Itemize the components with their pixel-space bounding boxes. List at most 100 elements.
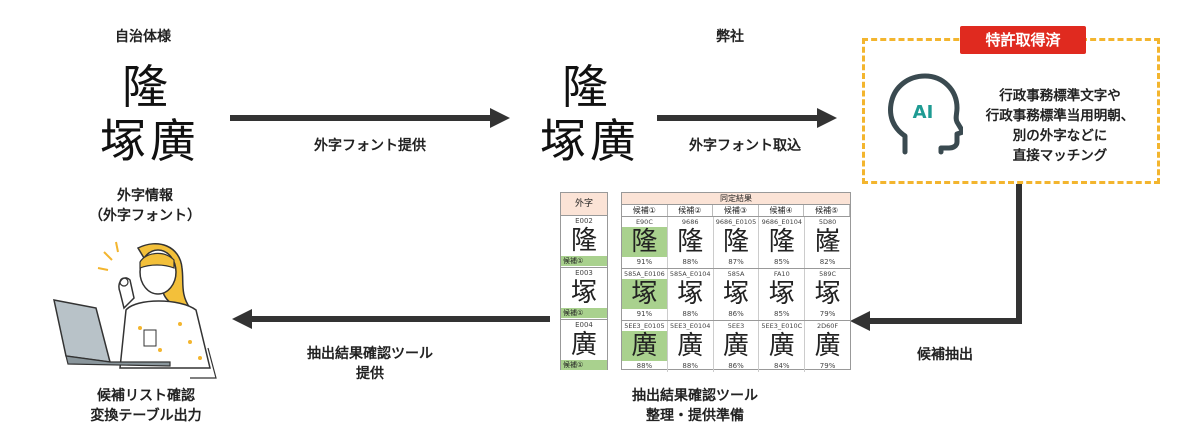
arrow-provide-tool-label-line1: 抽出結果確認ツール <box>307 346 433 362</box>
candidate-glyph: 廣 <box>814 331 841 361</box>
ai-icon-text: AI <box>913 102 934 123</box>
candidate-code: 5EE3_E0104 <box>670 322 711 330</box>
candidate-glyph: 塚 <box>622 279 667 309</box>
candidate-score: 84% <box>774 362 790 370</box>
candidate-glyph: 塚 <box>677 279 704 309</box>
gaiji-tag: 候補① <box>561 308 607 318</box>
candidate-code: 585A_E0104 <box>669 270 711 278</box>
candidate-code: E90C <box>635 218 653 226</box>
candidate-glyph: 隆 <box>622 227 667 257</box>
gaiji-code: E002 <box>575 217 593 225</box>
gaiji-tag: 候補① <box>561 256 607 266</box>
gaiji-char-top-left: 隆 <box>122 60 168 114</box>
candidate-code: 9686_E0105 <box>715 218 757 226</box>
candidate-glyph: 廣 <box>622 331 667 361</box>
candidate-glyph: 廣 <box>768 331 795 361</box>
candidate-code: 5EE3_E010C <box>761 322 803 330</box>
bottom-caption-line1: 候補リスト確認 <box>97 388 195 404</box>
candidate-code: 9686 <box>681 218 699 226</box>
candidate-column-headers: 候補① 候補② 候補③ 候補④ 候補⑤ <box>622 205 850 217</box>
arrow-import-font <box>657 108 837 128</box>
candidate-code: 585A_E0106 <box>624 270 665 278</box>
arrow-provide-tool <box>232 309 550 329</box>
candidate-glyph: 嶐 <box>814 227 841 257</box>
arrow-provide-tool-label: 抽出結果確認ツール 提供 <box>285 344 455 384</box>
candidate-score: 82% <box>819 258 836 266</box>
gaiji-glyph: 塚 <box>570 278 597 308</box>
identification-results-header: 同定結果 <box>622 193 850 205</box>
candidate-glyph: 隆 <box>768 227 795 257</box>
candidate-score: 86% <box>728 362 744 370</box>
gaiji-glyph: 隆 <box>570 226 597 256</box>
candidate-code: 589C <box>819 270 837 278</box>
candidate-score: 88% <box>682 362 698 370</box>
candidate-code: FA10 <box>773 270 790 278</box>
candidate-code: 5EE3 <box>727 322 745 330</box>
candidate-glyph: 廣 <box>677 331 704 361</box>
ai-head-icon: AI <box>888 73 963 155</box>
candidate-header: 候補⑤ <box>804 205 850 216</box>
gaiji-column-header: 外字 <box>561 193 607 216</box>
ai-line-2: 行政事務標準当用明朝、 <box>985 108 1135 124</box>
arrow-provide-font-label: 外字フォント提供 <box>314 138 426 154</box>
candidate-score: 91% <box>636 310 653 318</box>
arrow-import-font-label: 外字フォント取込 <box>689 138 801 154</box>
gaiji-glyph: 廣 <box>570 330 597 360</box>
gaiji-cell: E002 隆 候補① <box>561 216 607 268</box>
candidate-score: 79% <box>819 362 836 370</box>
gaiji-info-caption-line2: （外字フォント） <box>89 208 201 224</box>
gaiji-cell: E004 廣 候補① <box>561 320 607 371</box>
ai-line-4: 直接マッチング <box>1012 148 1108 164</box>
arrow-extract-candidates <box>850 184 1022 331</box>
gaiji-char-top-middle: 隆 <box>562 60 608 114</box>
candidate-code: 9686_E0104 <box>761 218 803 226</box>
candidate-glyph: 塚 <box>814 279 841 309</box>
candidate-glyph: 塚 <box>768 279 795 309</box>
arrow-provide-tool-label-line2: 提供 <box>356 366 384 382</box>
company-title: 弊社 <box>716 29 744 45</box>
candidate-score: 79% <box>819 310 836 318</box>
gaiji-code: E004 <box>575 321 593 329</box>
gaiji-info-caption: 外字情報 （外字フォント） <box>80 186 210 226</box>
candidate-header: 候補② <box>668 205 714 216</box>
candidate-score: 88% <box>682 310 698 318</box>
table-caption-line2: 整理・提供準備 <box>646 408 744 424</box>
gaiji-tag: 候補① <box>561 360 607 370</box>
gaiji-chars-bottom-middle: 塚廣 <box>540 114 640 168</box>
candidate-score: 85% <box>774 310 790 318</box>
bottom-caption: 候補リスト確認 変換テーブル出力 <box>56 386 236 426</box>
table-caption-line1: 抽出結果確認ツール <box>632 388 758 404</box>
ai-description: 行政事務標準文字や 行政事務標準当用明朝、 別の外字などに 直接マッチング <box>965 86 1155 166</box>
candidate-score: 91% <box>636 258 653 266</box>
candidate-glyph: 隆 <box>677 227 704 257</box>
gaiji-code: E003 <box>575 269 593 277</box>
candidate-code: 2D60F <box>817 322 839 330</box>
candidate-glyph: 隆 <box>722 227 749 257</box>
ai-line-3: 別の外字などに <box>1012 128 1108 144</box>
bottom-caption-line2: 変換テーブル出力 <box>90 408 202 424</box>
patent-badge: 特許取得済 <box>960 26 1086 54</box>
candidate-glyph: 塚 <box>722 279 749 309</box>
arrow-provide-font <box>230 108 510 128</box>
person-laptop-illustration <box>53 241 217 379</box>
gaiji-chars-bottom-left: 塚廣 <box>100 114 200 168</box>
candidate-header: 候補① <box>622 205 668 216</box>
candidate-score: 88% <box>682 258 698 266</box>
